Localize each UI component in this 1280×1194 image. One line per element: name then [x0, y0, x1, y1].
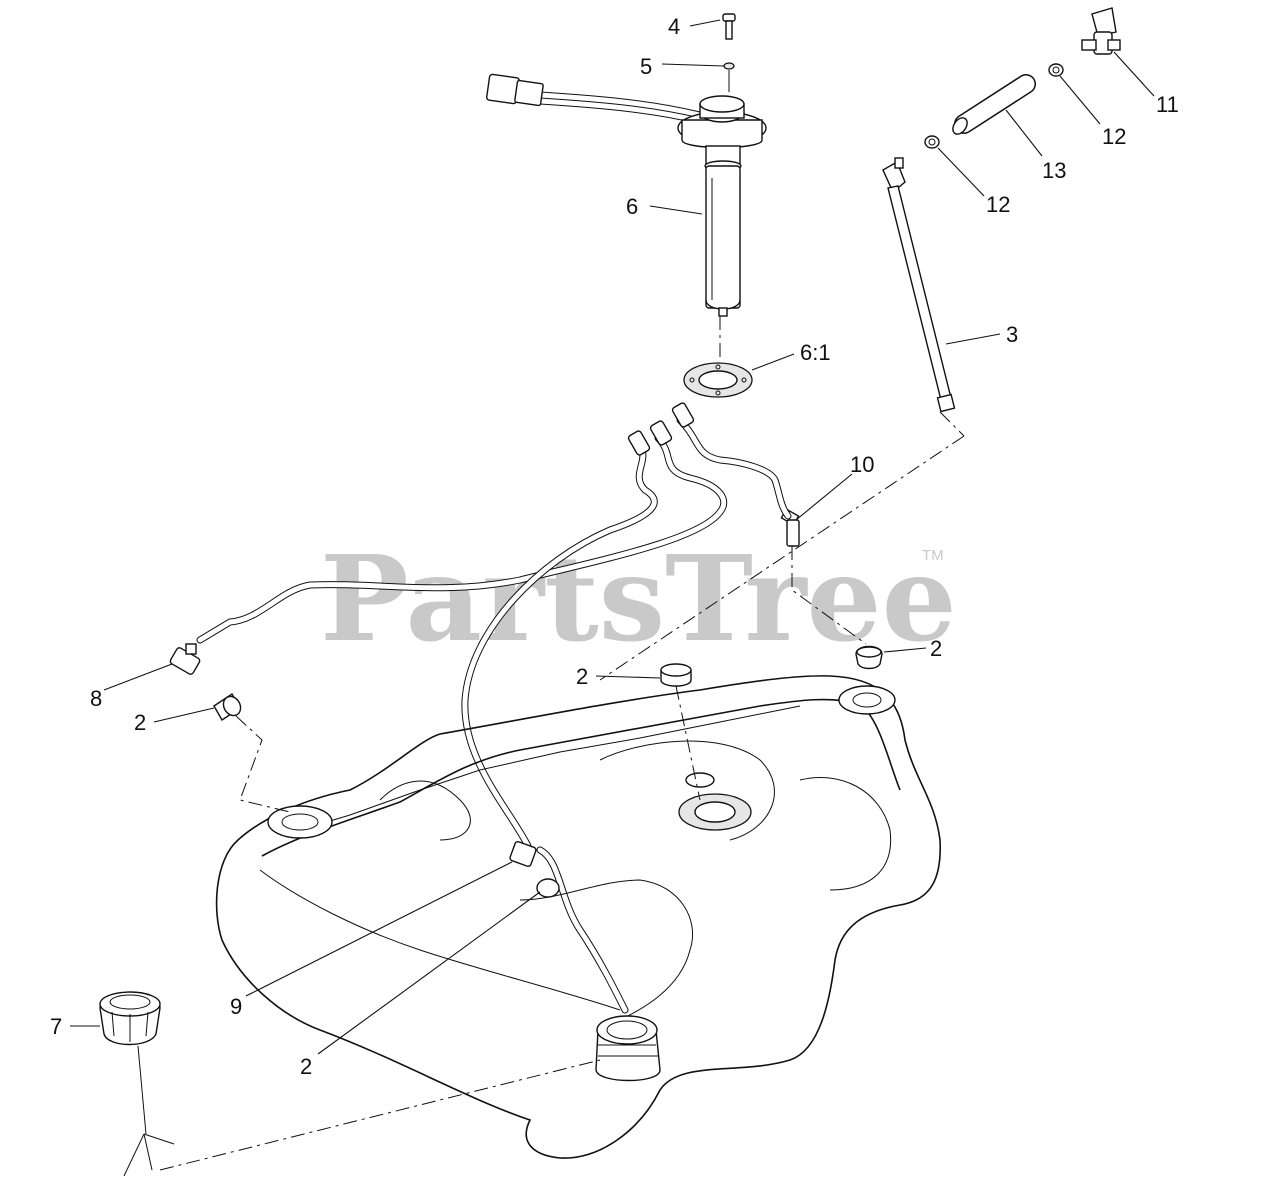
callout-7: 7: [50, 1014, 62, 1039]
part-9-fitting[interactable]: [509, 840, 537, 868]
part-6-fuel-sender[interactable]: [486, 73, 767, 317]
callout-9: 9: [230, 994, 242, 1019]
callout-labels: 4 5 6 6:1 3 10 11 12 12 13 2 2 2 2 8 9 7: [50, 14, 1179, 1079]
fuel-line-assembly[interactable]: [196, 402, 792, 1014]
part-12-hose-clamp-lower[interactable]: [924, 135, 940, 149]
part-3-pickup-tube[interactable]: [882, 157, 956, 413]
trademark-mark: TM: [922, 547, 944, 564]
part-2-grommet-left[interactable]: [213, 693, 244, 721]
callout-2-right: 2: [930, 636, 942, 661]
fuel-tank[interactable]: [215, 675, 941, 1159]
part-2-grommet-center[interactable]: [660, 663, 692, 687]
callout-5: 5: [640, 54, 652, 79]
part-13-fuel-hose[interactable]: [950, 74, 1036, 137]
tank-filler-neck: [595, 1015, 661, 1082]
callout-12-upper: 12: [1102, 124, 1126, 149]
callout-11: 11: [1156, 92, 1179, 117]
part-12-hose-clamp-upper[interactable]: [1048, 63, 1064, 77]
callout-2-left: 2: [134, 710, 146, 735]
part-7-fuel-cap[interactable]: [99, 991, 175, 1177]
part-8-tee-fitting[interactable]: [169, 643, 201, 675]
callout-13: 13: [1042, 158, 1066, 183]
callout-leaders: [70, 19, 1155, 1055]
part-2-grommet-lower[interactable]: [536, 878, 560, 898]
assembly-guide-lines: [159, 316, 965, 1171]
callout-6-1: 6:1: [800, 340, 831, 365]
callout-4: 4: [668, 14, 680, 39]
part-2-grommet-right[interactable]: [855, 645, 883, 670]
part-5-washer[interactable]: [723, 62, 735, 70]
tank-port-right: [838, 685, 896, 715]
part-11-shutoff-valve[interactable]: [1081, 7, 1121, 55]
tank-port-left: [267, 805, 333, 839]
callout-8: 8: [90, 686, 102, 711]
callout-10: 10: [850, 452, 874, 477]
callout-2-lower: 2: [300, 1054, 312, 1079]
part-4-screw[interactable]: [722, 13, 736, 40]
callout-2-center: 2: [576, 664, 588, 689]
callout-12-lower: 12: [986, 192, 1010, 217]
callout-3: 3: [1006, 322, 1018, 347]
callout-6: 6: [626, 194, 638, 219]
part-6-1-gasket[interactable]: [683, 362, 753, 398]
